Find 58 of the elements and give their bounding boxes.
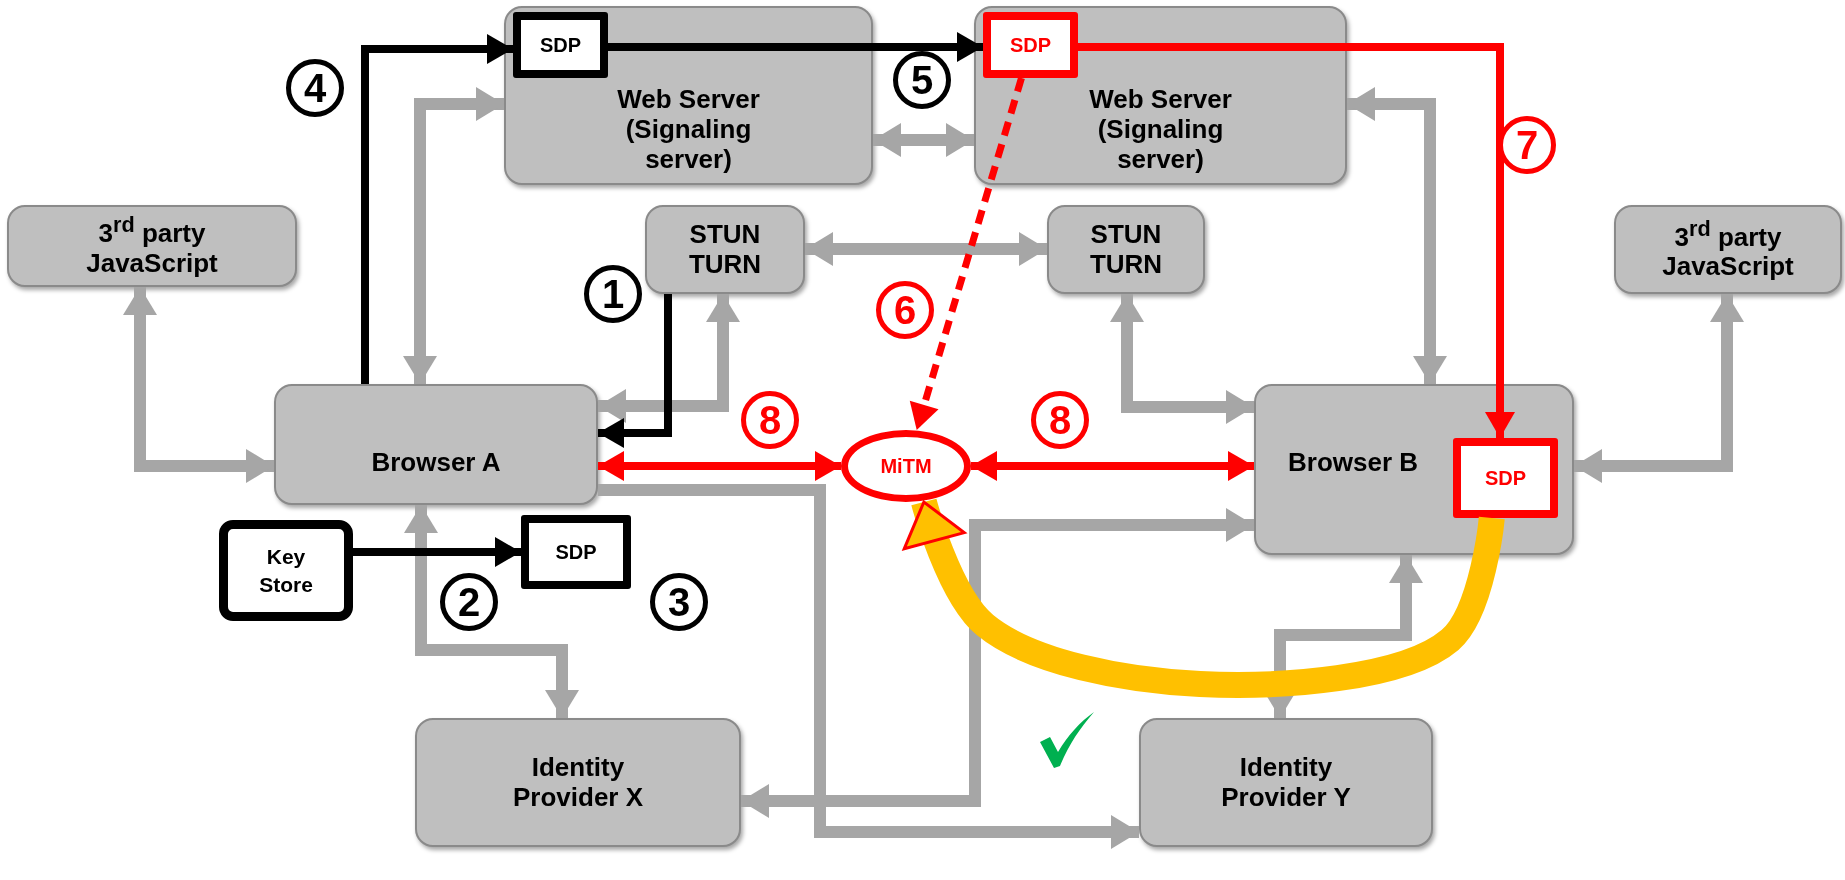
callout-number: 6 [876,281,934,339]
node-label: 3$^{rd}$ party JavaScript [1661,216,1795,283]
callout-number: 5 [893,51,951,109]
callout-number: 1 [584,265,642,323]
node-label: Key Store [258,544,314,598]
node-label: MiTM [880,454,932,478]
node-label: Web Server (Signaling server) [1088,85,1233,175]
callout-number: 3 [650,573,708,631]
callout-number: 8 [741,391,799,449]
arrow [598,294,672,448]
arrow [598,484,1139,849]
double-arrow [123,287,274,483]
double-arrow [598,294,740,423]
server-box [974,6,1347,185]
node-label: 3$^{rd}$ party JavaScript [85,213,219,279]
double-arrow [1110,294,1254,424]
node-label: SDP [539,33,582,57]
double-arrow [805,232,1047,266]
double-arrow [404,505,579,718]
provider-box [1139,718,1433,847]
arrow [353,537,521,567]
node-label: SDP [1484,466,1527,490]
node-label: Identity Provider Y [1220,752,1352,813]
double-arrow [598,451,841,481]
node-label: Web Server (Signaling server) [616,85,761,175]
double-arrow [403,87,504,384]
node-label: Browser A [371,448,501,478]
document-box [513,12,608,78]
server-box [1047,205,1205,294]
double-arrow [1574,294,1744,483]
callout-number: 2 [440,573,498,631]
node-label: Identity Provider X [511,752,645,813]
node-label: SDP [555,540,597,564]
callout-number: 4 [286,59,344,117]
node-label: Browser B [1288,448,1419,478]
document-box [521,515,631,589]
node-label: SDP [1009,33,1052,57]
arrow [909,77,1025,431]
node-label: STUN TURN [1088,219,1164,280]
script-box [1614,205,1842,294]
key-store-box [219,520,353,621]
server-box [645,205,805,294]
arrow [1078,43,1515,438]
double-arrow [873,123,974,157]
arrow [361,34,513,384]
browser-box [1254,384,1574,555]
double-arrow [1347,87,1447,384]
node-label: STUN TURN [687,219,763,280]
provider-box [415,718,741,847]
arrow [608,32,983,62]
document-box [983,12,1078,78]
script-box [7,205,297,287]
callout-number: 8 [1031,391,1089,449]
double-arrow [741,508,1254,818]
browser-box [274,384,598,505]
double-arrow [971,451,1254,481]
document-box [1453,438,1558,518]
server-box [504,6,873,185]
